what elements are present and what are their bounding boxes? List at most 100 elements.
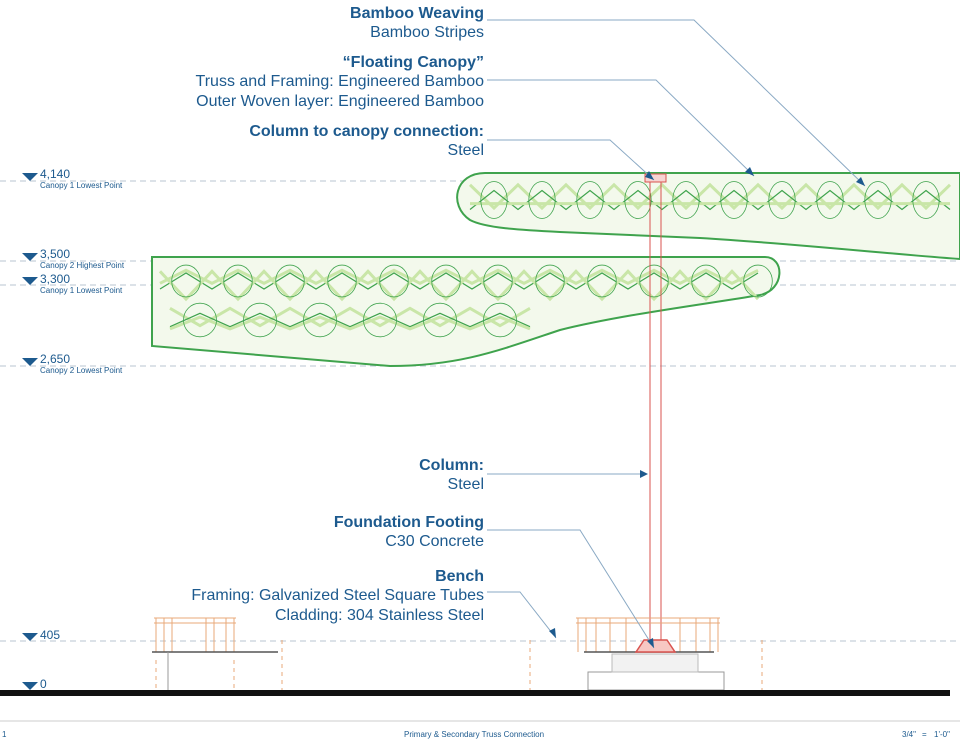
callout-title: Column: [419, 457, 484, 474]
scale-equals: = [922, 730, 927, 739]
callout-title: Bamboo Weaving [350, 5, 484, 22]
bamboo-loop [327, 264, 357, 298]
bench-left [154, 617, 283, 690]
scale-left: 3/4" [902, 730, 916, 739]
callout-line: Steel [447, 476, 484, 493]
bamboo-loop [483, 264, 513, 298]
callout-bench: Bench Framing: Galvanized Steel Square T… [191, 567, 484, 626]
canopy-1-weave [468, 181, 952, 219]
arrow-icon [745, 167, 754, 176]
callout-line: Truss and Framing: Engineered Bamboo [195, 73, 484, 90]
scale-right: 1'-0" [934, 730, 950, 739]
level-name: Canopy 1 Lowest Point [40, 286, 123, 295]
level-label: 4,140 Canopy 1 Lowest Point [40, 167, 123, 191]
bench-right [529, 617, 763, 690]
level-value: 0 [40, 677, 47, 691]
bamboo-loop [243, 302, 277, 338]
bamboo-strip [468, 182, 952, 211]
bamboo-loop [535, 264, 565, 298]
callout-bamboo-weaving: Bamboo Weaving Bamboo Stripes [350, 4, 484, 43]
callout-line: Cladding: 304 Stainless Steel [274, 607, 484, 624]
bamboo-loop [363, 302, 397, 338]
bamboo-strip [158, 269, 760, 302]
callout-line: C30 Concrete [385, 533, 484, 550]
callout-line: Outer Woven layer: Engineered Bamboo [196, 93, 484, 110]
bamboo-loop [691, 264, 721, 298]
bamboo-strip [159, 272, 759, 290]
bamboo-loop [379, 264, 409, 298]
bamboo-strip [169, 312, 531, 328]
bamboo-strip [469, 189, 951, 211]
canopy-1 [456, 172, 960, 261]
level-name: Canopy 2 Lowest Point [40, 366, 123, 375]
level-value: 4,140 [40, 167, 71, 181]
bamboo-strip [169, 315, 531, 331]
level-value: 405 [40, 628, 61, 642]
callout-floating-canopy: “Floating Canopy” Truss and Framing: Eng… [196, 53, 484, 112]
ground-line [0, 690, 950, 696]
level-label: 2,650 Canopy 2 Lowest Point [40, 352, 123, 376]
bamboo-loop [183, 302, 217, 338]
callout-title: Column to canopy connection: [249, 123, 484, 140]
callout-title: Bench [435, 568, 484, 585]
level-marker-icon [22, 277, 38, 285]
bamboo-loop [864, 181, 892, 219]
level-marker-icon [22, 173, 38, 181]
bamboo-loop [743, 264, 773, 298]
leader-arrows [549, 167, 865, 648]
bamboo-strip [159, 268, 759, 285]
bamboo-loop [672, 181, 700, 219]
bamboo-loop [768, 181, 796, 219]
callout-foundation-footing: Foundation Footing C30 Concrete [334, 513, 484, 552]
foundation-footing [587, 639, 725, 691]
bamboo-loop [639, 264, 669, 298]
level-label: 3,500 Canopy 2 Highest Point [40, 248, 125, 271]
bamboo-loop [423, 302, 457, 338]
level-name: Canopy 2 Highest Point [40, 261, 125, 270]
callout-title: “Floating Canopy” [342, 54, 484, 71]
arrow-icon [647, 638, 654, 648]
bamboo-loop [431, 264, 461, 298]
level-value: 3,300 [40, 272, 71, 286]
sheet-number: 1 [2, 730, 7, 739]
level-marker-icon [22, 358, 38, 366]
bamboo-loop [275, 264, 305, 298]
bamboo-loop [576, 181, 604, 219]
bamboo-loop [816, 181, 844, 219]
bamboo-loop [624, 181, 652, 219]
bamboo-loop [303, 302, 337, 338]
level-label: 3,300 Canopy 1 Lowest Point [40, 272, 123, 296]
callout-column: Column: Steel [419, 456, 484, 495]
steel-column [644, 173, 667, 648]
callout-line: Bamboo Stripes [370, 24, 484, 41]
callout-title: Foundation Footing [333, 514, 484, 531]
bamboo-loop [480, 181, 508, 219]
arrow-icon [549, 628, 556, 638]
bamboo-loop [483, 302, 517, 338]
level-markers [22, 173, 38, 690]
level-name: Canopy 1 Lowest Point [40, 181, 123, 190]
level-label: 405 [40, 629, 60, 642]
callout-column-connection: Column to canopy connection: Steel [249, 122, 484, 161]
arrow-icon [645, 171, 654, 180]
callout-line: Framing: Galvanized Steel Square Tubes [191, 587, 484, 604]
bamboo-loop [587, 264, 617, 298]
callout-line: Steel [447, 142, 484, 159]
level-label: 0 [40, 678, 47, 691]
arrow-icon [856, 177, 865, 186]
bamboo-loop [171, 264, 201, 298]
bamboo-strip [169, 306, 531, 328]
canopy-2-weave [158, 264, 773, 338]
level-marker-icon [22, 253, 38, 261]
bamboo-loop [720, 181, 748, 219]
level-marker-icon [22, 682, 38, 690]
drawing-caption: Primary & Secondary Truss Connection [404, 730, 545, 739]
leader-lines [487, 19, 866, 649]
level-marker-icon [22, 633, 38, 641]
bamboo-loop [528, 181, 556, 219]
canopy-2 [151, 256, 781, 368]
level-value: 2,650 [40, 352, 71, 366]
bamboo-loop [912, 181, 940, 219]
